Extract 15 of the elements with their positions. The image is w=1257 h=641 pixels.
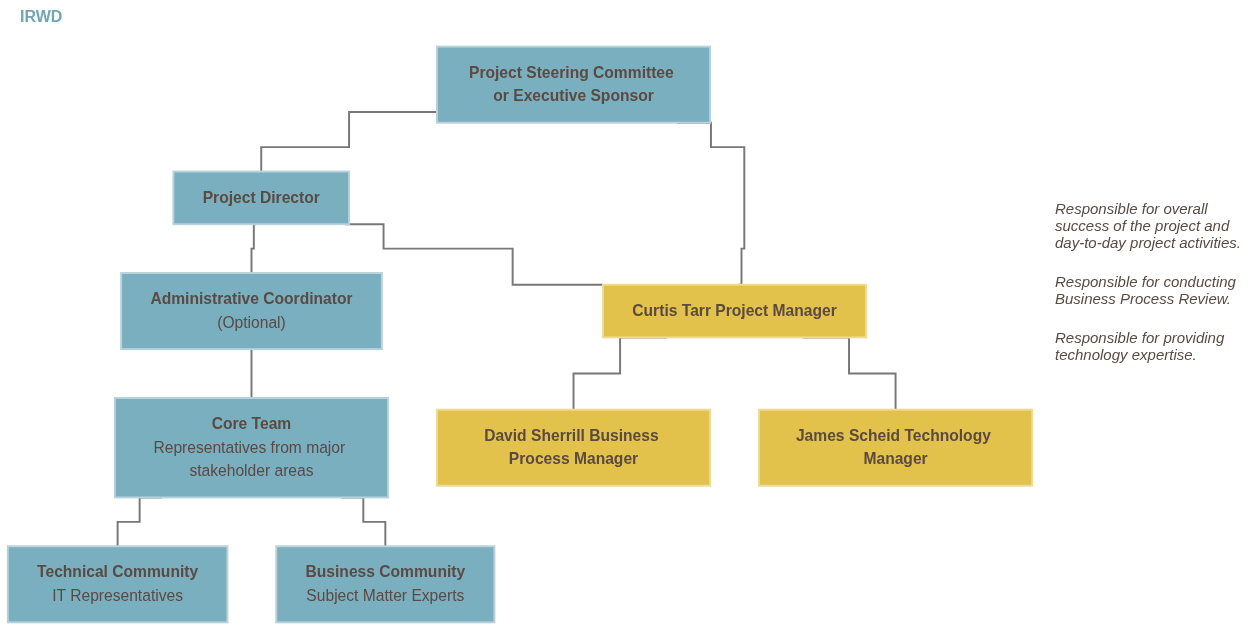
role-note: Responsible for conducting Business Process Review. — [1055, 273, 1237, 307]
node-box: Administrative Coordinator (Optional) — [120, 272, 383, 351]
role-note: Responsible for overall success of the project and day-to-day project activities. — [1055, 200, 1242, 251]
group-heading: IRWD — [20, 8, 63, 26]
node-box: Curtis Tarr Project Manager — [602, 283, 868, 339]
node-box: Technical Community IT Representatives — [6, 545, 229, 624]
role-note: Responsible for providing technology expertise. — [1055, 329, 1226, 363]
connector — [250, 348, 253, 399]
node-box: Project Steering Committee or Executive Sponsor — [435, 45, 712, 124]
connector — [250, 223, 258, 274]
node-box: James Scheid Technology Manager — [757, 408, 1034, 487]
node-box: Business Community Subject Matter Experts — [275, 545, 496, 624]
node-box: David Sherrill Business Process Manager — [435, 408, 712, 487]
node-box: Project Director — [172, 170, 351, 226]
node-box: Core Team Representatives from major stakeholder areas — [113, 396, 390, 499]
